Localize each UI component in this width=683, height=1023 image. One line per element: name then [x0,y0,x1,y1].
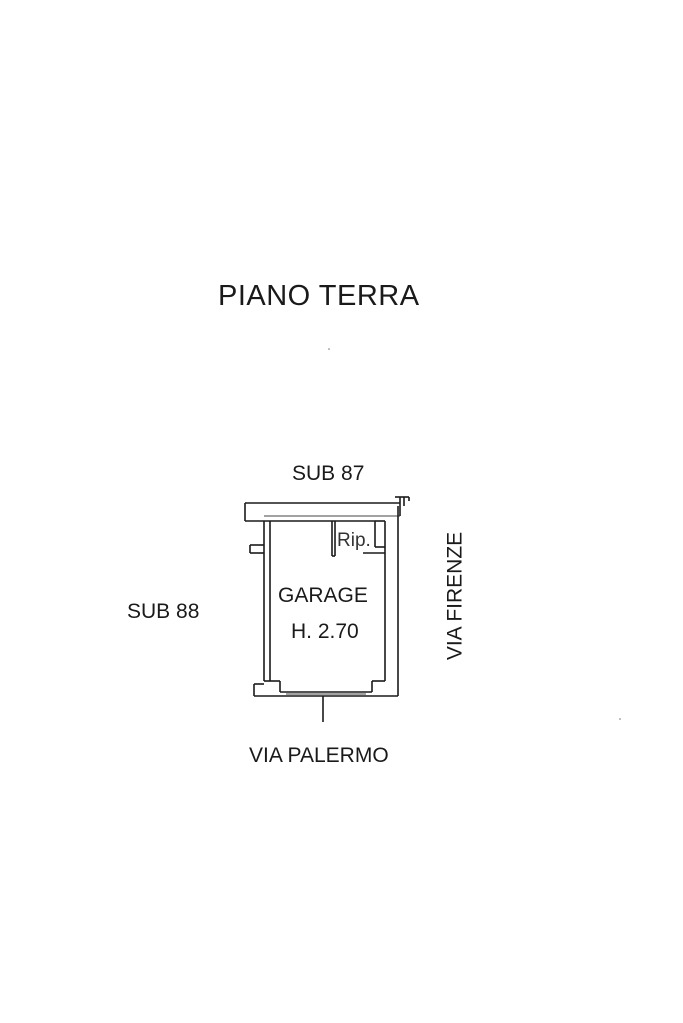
plan-title: PIANO TERRA [218,280,420,312]
street-label-south: VIA PALERMO [249,744,389,767]
south-east-corner [371,680,398,697]
garage-door [280,691,372,722]
east-wall [375,506,399,696]
north-east-corner [395,496,410,516]
storage-room-name: Rip. [337,530,371,551]
garage-room-height: H. 2.70 [291,620,359,643]
storage-closet-walls [331,521,385,557]
garage-room-name: GARAGE [278,584,368,607]
street-label-east: VIA FIRENZE [443,531,467,661]
neighbor-label-north: SUB 87 [292,462,365,485]
neighbor-label-west: SUB 88 [127,600,200,623]
north-wall [244,502,400,522]
scan-speck [328,348,330,350]
south-west-corner [253,680,281,697]
west-wall [249,521,271,682]
scan-speck [619,718,621,720]
